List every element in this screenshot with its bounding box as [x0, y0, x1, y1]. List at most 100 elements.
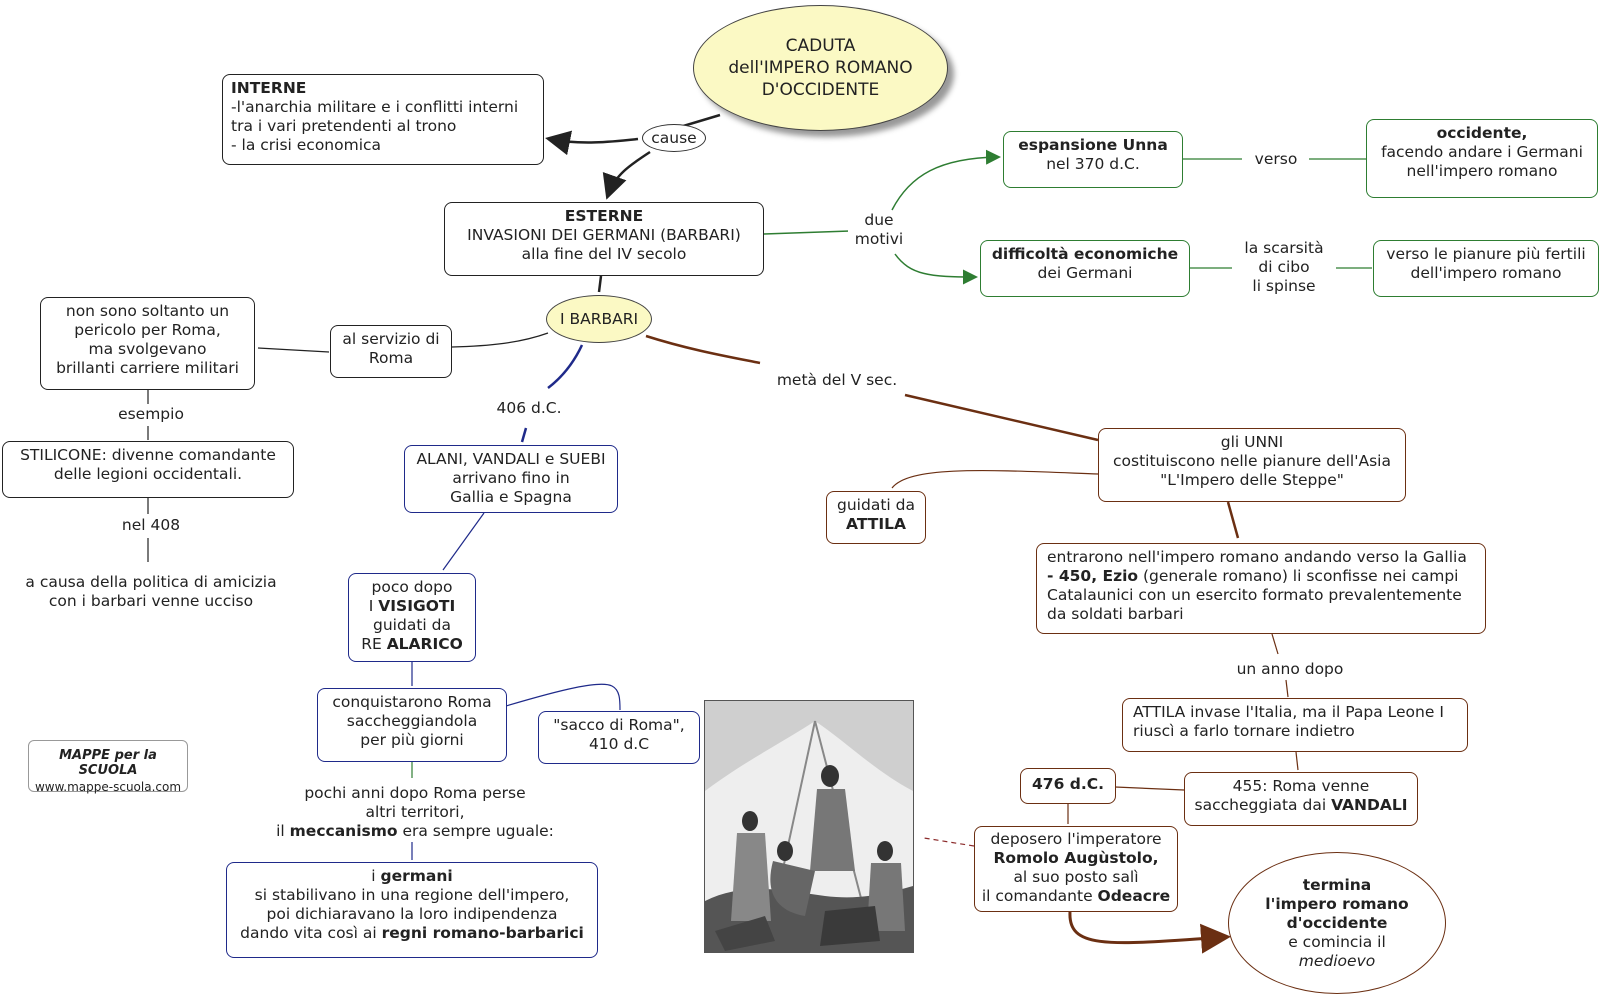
- entrarono-node: entrarono nell'impero romano andando ver…: [1036, 543, 1486, 634]
- anno-dopo-label: un anno dopo: [1222, 660, 1358, 679]
- esterne-line2: alla fine del IV secolo: [521, 245, 687, 263]
- edge-deposero-termina: [1068, 911, 1231, 954]
- ucciso-label: a causa della politica di amicizia con i…: [8, 573, 294, 611]
- edge-esterne-motivi: [763, 230, 851, 235]
- edge-unni-attila: [891, 469, 1099, 489]
- unni-line1: gli UNNI: [1220, 433, 1284, 451]
- ezio-bold: 450, Ezio: [1058, 567, 1139, 585]
- esempio-label: esempio: [108, 405, 194, 424]
- non-solo-line1: non sono soltanto un: [65, 302, 230, 320]
- sacco-line1: "sacco di Roma",: [553, 716, 685, 734]
- stilicone-line1: STILICONE: divenne comandante: [20, 446, 276, 464]
- termina-line1: termina: [1302, 875, 1372, 894]
- esterne-node: ESTERNE INVASIONI DEI GERMANI (BARBARI) …: [444, 202, 764, 276]
- alani-line2: arrivano fino in: [452, 469, 570, 487]
- interne-line3: - la crisi economica: [231, 136, 382, 154]
- termina-line3: d'occidente: [1286, 913, 1388, 932]
- cause-text: cause: [651, 128, 697, 147]
- due-text: due: [864, 211, 894, 229]
- interne-line2: tra i vari pretendenti al trono: [231, 117, 457, 135]
- root-node: CADUTA dell'IMPERO ROMANO D'OCCIDENTE: [693, 5, 948, 131]
- scarsita-line2: di cibo: [1258, 258, 1310, 276]
- termina-node: termina l'impero romano d'occidente e co…: [1228, 852, 1446, 994]
- root-line1: CADUTA: [785, 36, 856, 56]
- unni-line2: costituiscono nelle pianure dell'Asia: [1113, 452, 1391, 470]
- edge-conquistarono-sacco: [505, 683, 621, 711]
- motivi-text: motivi: [854, 230, 904, 248]
- non-solo-node: non sono soltanto un pericolo per Roma, …: [40, 297, 255, 390]
- servizio-line1: al servizio di: [342, 330, 440, 348]
- unni-node: gli UNNI costituiscono nelle pianure del…: [1098, 428, 1406, 502]
- label-406: 406 d.C.: [486, 399, 572, 418]
- entrarono-line1: entrarono nell'impero romano andando ver…: [1047, 548, 1467, 566]
- non-solo-line3: ma svolgevano: [88, 340, 207, 358]
- interne-title: INTERNE: [231, 79, 307, 97]
- pochi-line2: altri territori,: [365, 803, 465, 821]
- attila-guide-node: guidati da ATTILA: [826, 491, 926, 544]
- root-line2: dell'IMPERO ROMANO: [728, 58, 913, 78]
- attila-italia-line1: ATTILA invase l'Italia, ma il Papa Leone…: [1133, 703, 1444, 721]
- deposero-node: deposero l'imperatore Romolo Augùstolo, …: [974, 826, 1178, 912]
- verso-text: verso: [1254, 150, 1298, 168]
- roma455-node: 455: Roma venne saccheggiata dai VANDALI: [1184, 772, 1418, 826]
- label-406-text: 406 d.C.: [496, 399, 562, 417]
- deposero-line4a: il comandante: [981, 887, 1098, 905]
- scarsita-label: la scarsità di cibo li spinse: [1232, 239, 1336, 296]
- edge-barbari-meta: [645, 334, 761, 365]
- logo-url: www.mappe-scuola.com: [34, 780, 182, 794]
- conquistarono-node: conquistarono Roma saccheggiandola per p…: [317, 688, 507, 762]
- pochi-anni-label: pochi anni dopo Roma perse altri territo…: [262, 784, 568, 841]
- non-solo-line4: brillanti carriere militari: [56, 359, 239, 377]
- ucciso-line1: a causa della politica di amicizia: [25, 573, 277, 591]
- ucciso-line2: con i barbari venne ucciso: [48, 592, 254, 610]
- mappe-scuola-logo: MAPPE per la SCUOLA www.mappe-scuola.com: [28, 740, 188, 794]
- attila-italia-node: ATTILA invase l'Italia, ma il Papa Leone…: [1122, 698, 1468, 752]
- engraving-illustration: [705, 701, 913, 952]
- nel408-label: nel 408: [108, 516, 194, 535]
- romolo-bold: Romolo Augùstolo,: [993, 849, 1159, 867]
- germani-node: i germani si stabilivano in una regione …: [226, 862, 598, 958]
- sacco-node: "sacco di Roma", 410 d.C: [538, 711, 700, 764]
- germani-line1a: i: [371, 867, 381, 885]
- stilicone-line2: delle legioni occidentali.: [53, 465, 243, 483]
- visigoti-line3: guidati da: [373, 616, 451, 634]
- edge-barbari-406: [547, 344, 584, 389]
- entrarono-line2c: (generale romano) li sconfisse nei campi: [1138, 567, 1459, 585]
- roma455-line1: 455: Roma venne: [1232, 777, 1370, 795]
- due-motivi-label: due motivi: [848, 211, 910, 249]
- edge-406-alani: [520, 427, 528, 443]
- servizio-node: al servizio di Roma: [330, 325, 452, 378]
- pianure-line2: dell'impero romano: [1410, 264, 1562, 282]
- edge-deposero-image: [923, 837, 975, 847]
- meccanismo-word: meccanismo: [289, 822, 398, 840]
- edge-cause-esterne: [602, 150, 651, 200]
- edge-unni-entrarono: [1226, 501, 1240, 539]
- cause-label: cause: [642, 124, 706, 152]
- roma455-line2a: saccheggiata dai: [1194, 796, 1332, 814]
- termina-line5: medioevo: [1298, 951, 1376, 970]
- vandali-bold: VANDALI: [1331, 796, 1408, 814]
- difficolta-node: difficoltà economiche dei Germani: [980, 240, 1190, 297]
- pochi-line1: pochi anni dopo Roma perse: [304, 784, 526, 802]
- germani-line4a: dando vita così ai: [240, 924, 382, 942]
- unni-line3: "L'Impero delle Steppe": [1160, 471, 1344, 489]
- y476-node: 476 d.C.: [1020, 768, 1116, 804]
- entrarono-line3: Catalaunici con un esercito formato prev…: [1047, 586, 1462, 604]
- historical-engraving-image: [704, 700, 914, 953]
- difficolta-line2: dei Germani: [1037, 264, 1133, 282]
- non-solo-line2: pericolo per Roma,: [74, 321, 221, 339]
- verso-label: verso: [1243, 150, 1309, 169]
- espansione-line2: nel 370 d.C.: [1046, 155, 1140, 173]
- difficolta-bold: difficoltà economiche: [991, 245, 1179, 263]
- nel408-text: nel 408: [121, 516, 181, 534]
- esterne-title: ESTERNE: [564, 207, 644, 225]
- root-line3: D'OCCIDENTE: [761, 80, 880, 100]
- pianure-line1: verso le pianure più fertili: [1386, 245, 1586, 263]
- scarsita-line1: la scarsità: [1244, 239, 1324, 257]
- odeacre-bold: Odeacre: [1097, 887, 1171, 905]
- scarsita-line3: li spinse: [1252, 277, 1316, 295]
- regni-word: regni romano-barbarici: [381, 924, 584, 942]
- occidente-bold: occidente,: [1436, 124, 1528, 142]
- germani-line3: poi dichiaravano la loro indipendenza: [266, 905, 558, 923]
